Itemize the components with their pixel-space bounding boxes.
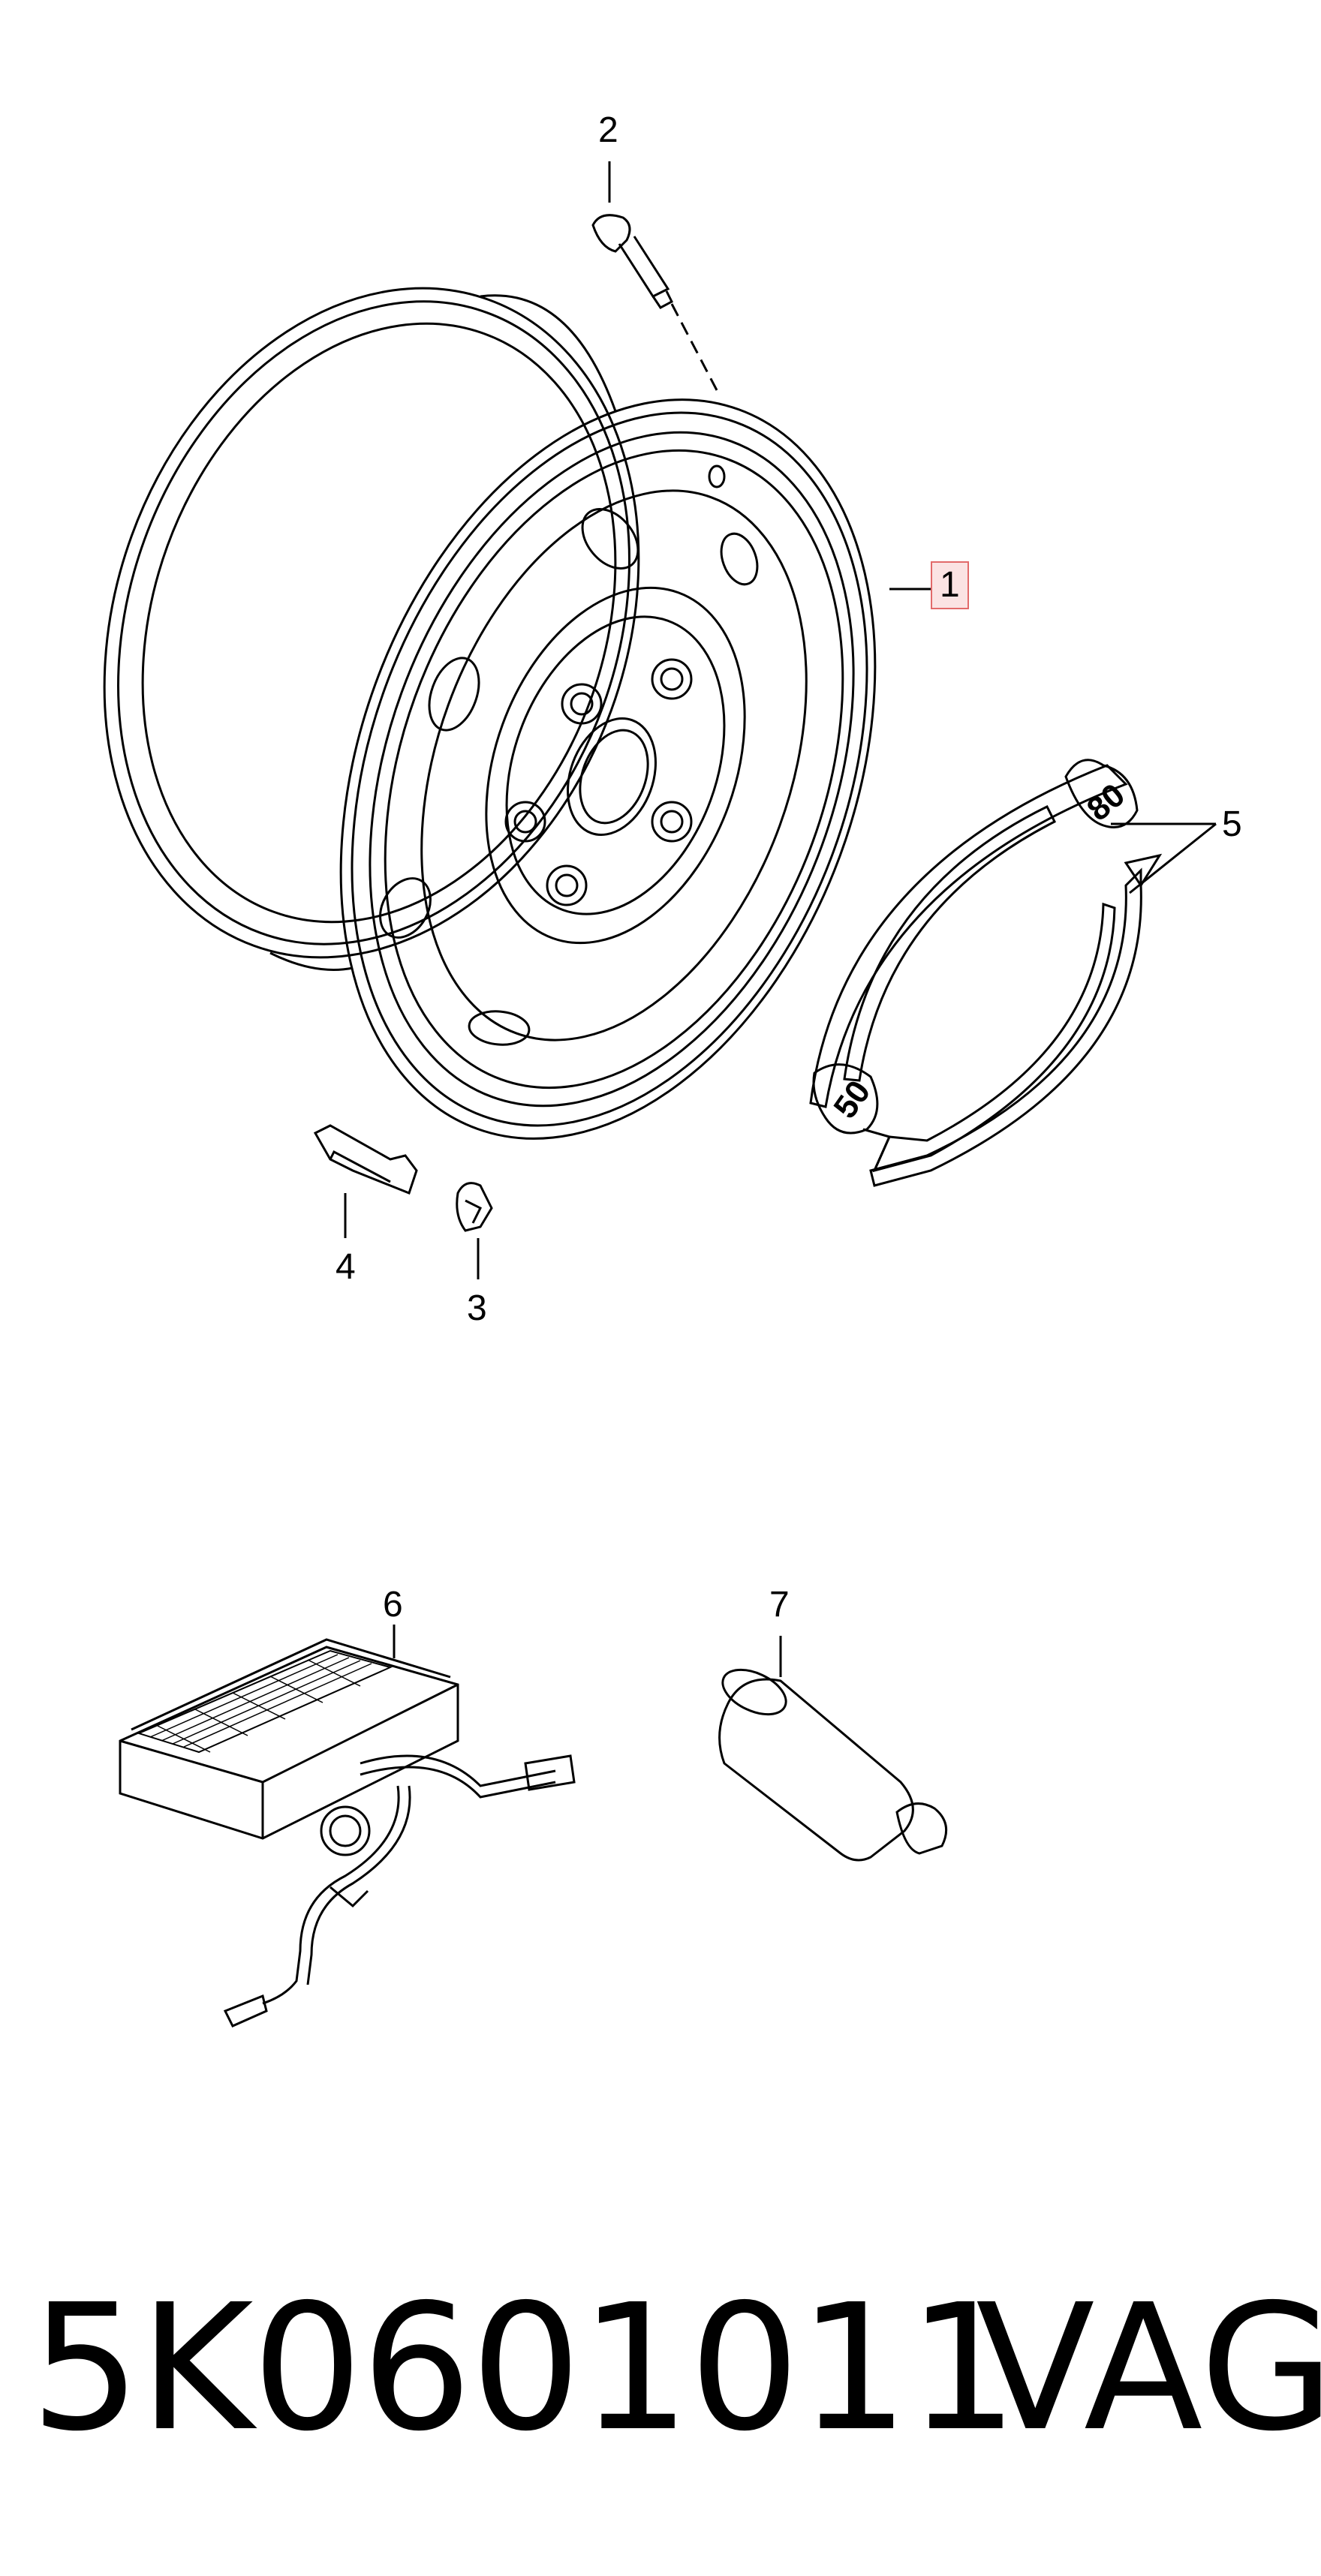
- footer: 5K0601011 VAG: [0, 2266, 1321, 2506]
- rim-gauge-ring[interactable]: [809, 759, 1217, 1187]
- callout-5[interactable]: 5: [1222, 804, 1242, 844]
- part-number: 5K0601011: [30, 2267, 1019, 2469]
- brand-label: VAG: [976, 2267, 1321, 2469]
- steel-wheel[interactable]: [14, 212, 972, 1213]
- callout-7[interactable]: 7: [769, 1585, 790, 1625]
- tire-inflator-compressor[interactable]: [119, 1625, 576, 2027]
- callout-1[interactable]: 1: [931, 561, 969, 609]
- callout-6[interactable]: 6: [383, 1585, 403, 1625]
- callout-3[interactable]: 3: [467, 1288, 487, 1328]
- weight-clip[interactable]: [456, 1182, 493, 1279]
- parts-diagram: 80 50: [14, 161, 1217, 2027]
- balance-weight[interactable]: [313, 1124, 418, 1238]
- sealant-bottle[interactable]: [716, 1636, 948, 1862]
- tire-valve[interactable]: [591, 161, 718, 391]
- callout-4[interactable]: 4: [336, 1247, 356, 1287]
- callout-2[interactable]: 2: [598, 110, 618, 150]
- ring-label-bottom: 50: [826, 1074, 877, 1125]
